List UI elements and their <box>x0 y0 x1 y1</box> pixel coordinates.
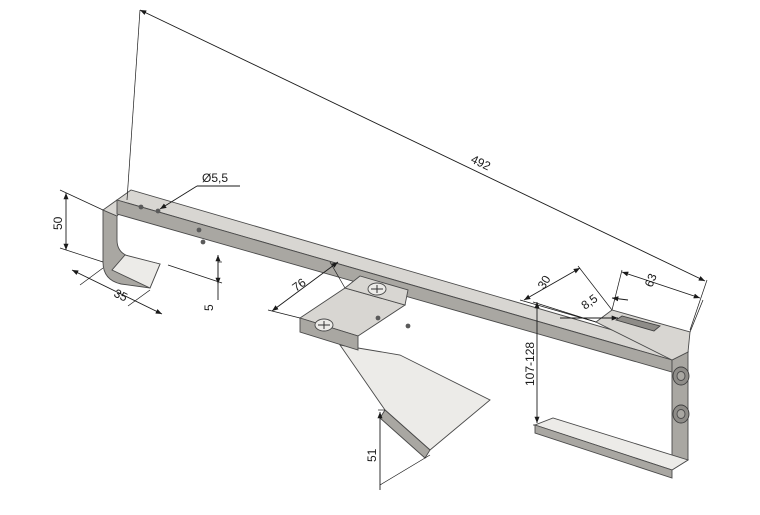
dimension-plate-depth: 51 <box>365 409 431 490</box>
dim-hook-height-range-label: 107-128 <box>523 342 537 386</box>
bolt-upper <box>672 366 690 386</box>
dimension-right-tab-length: 63 <box>611 269 704 333</box>
mounting-hole-3 <box>196 227 202 233</box>
dimension-left-hook-depth: 35 <box>71 267 163 315</box>
tab-slot <box>614 315 661 332</box>
dimension-left-hook-height: 50 <box>51 189 104 263</box>
dim-right-tab-length-label: 63 <box>642 271 660 289</box>
clamp-block-side <box>299 317 359 351</box>
mounting-hole-5 <box>375 315 381 321</box>
mounting-hole-2 <box>155 208 161 214</box>
dimension-hole-diameter: Ø5,5 <box>159 171 240 210</box>
mounting-hole-1 <box>138 204 144 210</box>
mounting-hole-4 <box>200 239 206 245</box>
dim-clamp-width-label: 76 <box>290 275 309 294</box>
dimension-offset: 5 <box>167 255 223 311</box>
dim-slot-width-label: 30 <box>535 273 554 292</box>
dim-hole-diameter-label: Ø5,5 <box>202 171 228 185</box>
dim-left-hook-depth-label: 35 <box>112 286 130 305</box>
bolt-lower <box>672 404 690 424</box>
dim-left-hook-height-label: 50 <box>51 216 65 230</box>
dim-offset-label: 5 <box>202 304 216 311</box>
right-hook-bottom <box>533 417 690 471</box>
right-slotted-tab <box>595 309 691 361</box>
bracket-part <box>102 189 691 479</box>
mounting-hole-6 <box>405 323 411 329</box>
dimension-hook-height-range: 107-128 <box>523 301 597 426</box>
clamp-screw-lower <box>314 318 334 332</box>
main-bar-top <box>115 189 690 361</box>
clamp-screw-upper <box>367 282 387 296</box>
right-hook-bottom-side <box>534 424 673 479</box>
dim-overall-length-label: 492 <box>469 152 493 173</box>
dim-plate-depth-label: 51 <box>365 448 379 462</box>
clamp-plate-lower <box>339 344 491 451</box>
dim-slot-width-small-label: 8,5 <box>579 291 601 312</box>
